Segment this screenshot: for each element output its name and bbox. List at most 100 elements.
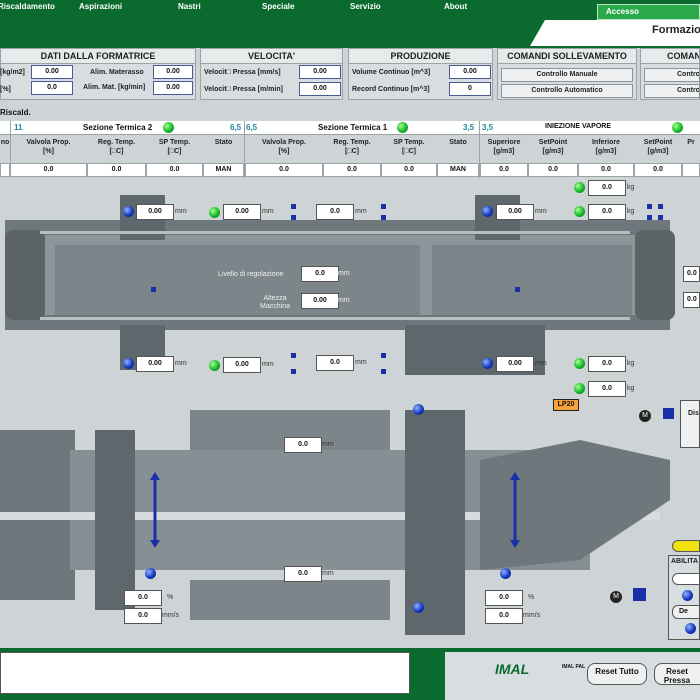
arm-lower (190, 580, 390, 620)
controllo-manuale-button[interactable]: Controllo Manuale (501, 68, 633, 82)
col-title: Stato (214, 139, 233, 146)
sensor-icon (413, 404, 424, 415)
sezione-termica-1-title: Sezione Termica 1 (318, 123, 388, 132)
table-cell: 0.0 (634, 163, 682, 177)
value-top-left: 0.00 (136, 204, 174, 220)
menu-about[interactable]: About (444, 2, 468, 11)
unit-mm: mm (338, 297, 350, 304)
col-title: SP Temp. (393, 139, 425, 146)
de-button[interactable]: De (672, 605, 700, 619)
press-rail (40, 231, 630, 234)
menu-riscaldamento[interactable]: Riscaldamento (0, 2, 55, 11)
col-title: Superiore (487, 139, 521, 146)
value-bot-left: 0.00 (136, 356, 174, 372)
unit-mm: mm (175, 208, 187, 215)
value-kg-top1: 0.0 (588, 180, 626, 196)
menu-aspirazioni[interactable]: Aspirazioni (79, 2, 123, 11)
status-led-icon (163, 122, 174, 133)
abilita-toggle[interactable] (672, 573, 700, 585)
unit-kg: kg (627, 184, 635, 191)
reset-pressa-button[interactable]: Reset Pressa (654, 663, 700, 685)
col-title: Valvola Prop. (262, 139, 306, 146)
col-header: Reg. Temp.[□C] (87, 136, 146, 162)
accesso-button[interactable]: Accesso (597, 4, 700, 20)
menu-servizio[interactable]: Servizio (350, 2, 381, 11)
col-header: Inferiore[g/m3] (578, 136, 634, 162)
col-header: SetPoint[g/m3] (528, 136, 578, 162)
radio-icon[interactable] (682, 590, 693, 601)
unit-kg: kg (627, 385, 635, 392)
value-volume: 0.00 (449, 65, 491, 79)
s2-left-num: 11 (14, 123, 23, 132)
riscald-label: Riscald. (0, 108, 31, 117)
value-alim-materasso: 0.00 (153, 65, 193, 79)
marker-icon (658, 215, 663, 220)
dis-label: Dis (688, 410, 699, 417)
value-lower-arm: 0.0 (284, 566, 322, 582)
section-bar (0, 121, 700, 135)
table-cell: 0.0 (480, 163, 528, 177)
label-percent: [%] (0, 86, 11, 93)
marker-icon (663, 408, 674, 419)
arrow-head (150, 472, 160, 480)
status-led-icon (574, 206, 585, 217)
radio-icon[interactable] (685, 623, 696, 634)
value-livello: 0.0 (301, 266, 339, 282)
sensor-icon (413, 602, 424, 613)
sensor-icon (482, 358, 493, 369)
page-title: Formazione (652, 24, 700, 36)
col-title: SetPoint (643, 139, 673, 146)
press-plate (432, 245, 632, 315)
value-bot-right: 0.00 (496, 356, 534, 372)
unit-mm: mm (535, 208, 547, 215)
value-alim-mat: 0.00 (153, 81, 193, 95)
marker-icon (291, 204, 296, 209)
marker-icon (291, 353, 296, 358)
table-cell (0, 163, 10, 177)
status-led-icon (574, 182, 585, 193)
label-alim-mat: Alim. Mat. [kg/min] (83, 84, 146, 91)
comandi-controllo-1-button[interactable]: Controllo (644, 68, 700, 82)
s1-left-num: 6,5 (246, 123, 258, 132)
col-title: SP Temp. (158, 139, 191, 146)
menu-nastri[interactable]: Nastri (178, 2, 201, 11)
unit-mm: mm (175, 360, 187, 367)
sensor-icon (482, 206, 493, 217)
press-rail (40, 317, 630, 320)
col-unit: [%] (278, 148, 290, 155)
col-title: Stato (449, 139, 467, 146)
marker-icon (658, 204, 663, 209)
marker-icon (381, 215, 386, 220)
abilita-label: ABILITA (671, 558, 699, 565)
status-led-icon (209, 207, 220, 218)
comandi-controllo-2-button[interactable]: Controllo (644, 84, 700, 98)
menu-speciale[interactable]: Speciale (262, 2, 295, 11)
table-cell: 0.0 (245, 163, 323, 177)
label-vel-mmin: Velocit□ Pressa [m/min] (204, 86, 283, 93)
column (95, 430, 135, 610)
controllo-automatico-button[interactable]: Controllo Automatico (501, 84, 633, 98)
value-bot-mid2: 0.0 (316, 355, 354, 371)
col-unit: [%] (43, 148, 54, 155)
value-bot-mid: 0.00 (223, 357, 261, 373)
message-area (0, 652, 410, 694)
value-left-mms: 0.0 (124, 608, 162, 624)
arrow-head (150, 540, 160, 548)
col-header: Valvola Prop. [%] (245, 136, 323, 162)
panel-title: COMANDI SOLLEVAMENTO (498, 49, 636, 64)
value-top-mid: 0.00 (223, 204, 261, 220)
panel-title: COMANDI (641, 49, 699, 64)
divider (244, 121, 245, 178)
reset-tutto-button[interactable]: Reset Tutto (587, 663, 647, 685)
col-header: no (0, 139, 10, 146)
marker-icon (633, 588, 646, 601)
value-vel-mmin: 0.00 (299, 82, 341, 96)
marker-icon (515, 287, 520, 292)
value-kg-top2: 0.0 (588, 204, 626, 220)
unit-mms: mm/s (162, 612, 180, 619)
col-unit: [□C] (345, 148, 359, 155)
value-top-mid2: 0.0 (316, 204, 354, 220)
table-cell: 0.0 (528, 163, 578, 177)
col-unit: [□C] (167, 148, 182, 155)
value-right-1: 0.0 (683, 266, 700, 282)
